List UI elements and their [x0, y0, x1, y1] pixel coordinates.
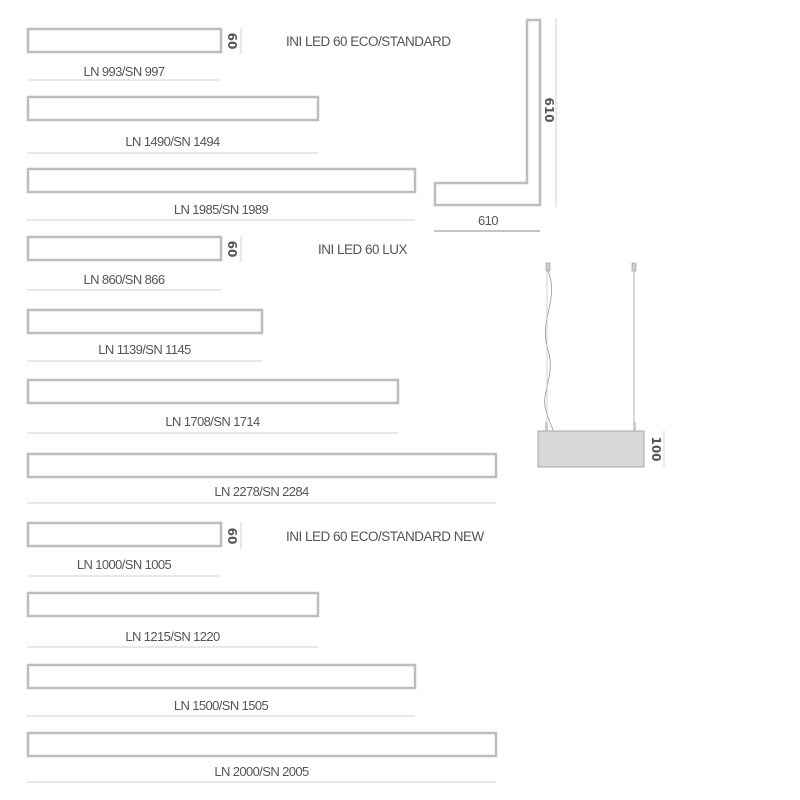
profile-row: LN 1139/SN 1145	[26, 308, 264, 362]
height-dim-label: 60	[225, 241, 239, 258]
profile-length-label: LN 2278/SN 2284	[214, 484, 309, 499]
ceiling-canopy	[545, 262, 551, 272]
corner-l-shape	[433, 18, 542, 207]
profile-length-label: LN 1985/SN 1989	[174, 202, 269, 217]
profile-length-label: LN 1139/SN 1145	[98, 342, 191, 357]
corner-vertical-dim: 610	[542, 97, 556, 122]
height-dim-label: 60	[225, 33, 239, 50]
profile-bar	[26, 591, 320, 618]
profile-bar	[26, 167, 417, 194]
profile-length-label: LN 1000/SN 1005	[77, 557, 172, 572]
profile-length-label: LN 2000/SN 2005	[214, 764, 309, 779]
profile-row: LN 1490/SN 1494	[26, 95, 320, 154]
heading-eco-standard: INI LED 60 ECO/STANDARD	[286, 34, 451, 49]
heading-eco-standard-new: INI LED 60 ECO/STANDARD NEW	[286, 529, 485, 544]
pendant-view: 100	[537, 262, 665, 468]
corner-profile: 610 610	[433, 18, 557, 232]
luminaire-body	[537, 430, 645, 468]
ceiling-canopy	[631, 262, 637, 272]
profile-bar	[26, 731, 498, 758]
profile-length-label: LN 860/SN 866	[83, 272, 164, 287]
profile-bar	[26, 452, 498, 479]
profile-row: LN 1500/SN 1505	[26, 663, 417, 717]
corner-horizontal-dim: 610	[478, 213, 498, 228]
profile-bar	[26, 27, 223, 54]
profile-bar	[26, 378, 400, 405]
height-dim-2: 60	[225, 236, 242, 262]
profile-row: LN 1708/SN 1714	[26, 378, 400, 434]
profile-row: LN 1000/SN 1005	[26, 521, 223, 577]
profile-length-label: LN 1500/SN 1505	[174, 698, 269, 713]
height-dim-1: 60	[225, 28, 242, 54]
profile-length-label: LN 1708/SN 1714	[165, 414, 260, 429]
profile-length-label: LN 1490/SN 1494	[125, 134, 220, 149]
profile-length-label: LN 993/SN 997	[83, 64, 164, 79]
profile-row: LN 1215/SN 1220	[26, 591, 320, 648]
profile-rows: LN 993/SN 997 LN 1490/SN 1494 LN 1985/SN 1…	[26, 27, 498, 783]
height-dim-label: 60	[225, 528, 239, 545]
profile-row: LN 2278/SN 2284	[26, 452, 498, 504]
profile-row: LN 2000/SN 2005	[26, 731, 498, 783]
profile-row: LN 1985/SN 1989	[26, 167, 417, 221]
profile-bar	[26, 308, 264, 335]
profile-row: LN 860/SN 866	[26, 235, 223, 291]
profile-bar	[26, 235, 223, 262]
heading-lux: INI LED 60 LUX	[318, 242, 408, 257]
profile-bar	[26, 521, 223, 548]
height-dim-3: 60	[225, 522, 242, 549]
profile-bar	[26, 95, 320, 122]
power-cable	[544, 270, 554, 432]
profile-length-label: LN 1215/SN 1220	[125, 629, 220, 644]
profile-row: LN 993/SN 997	[26, 27, 223, 81]
pendant-height-dim: 100	[649, 436, 663, 461]
profile-bar	[26, 663, 417, 690]
